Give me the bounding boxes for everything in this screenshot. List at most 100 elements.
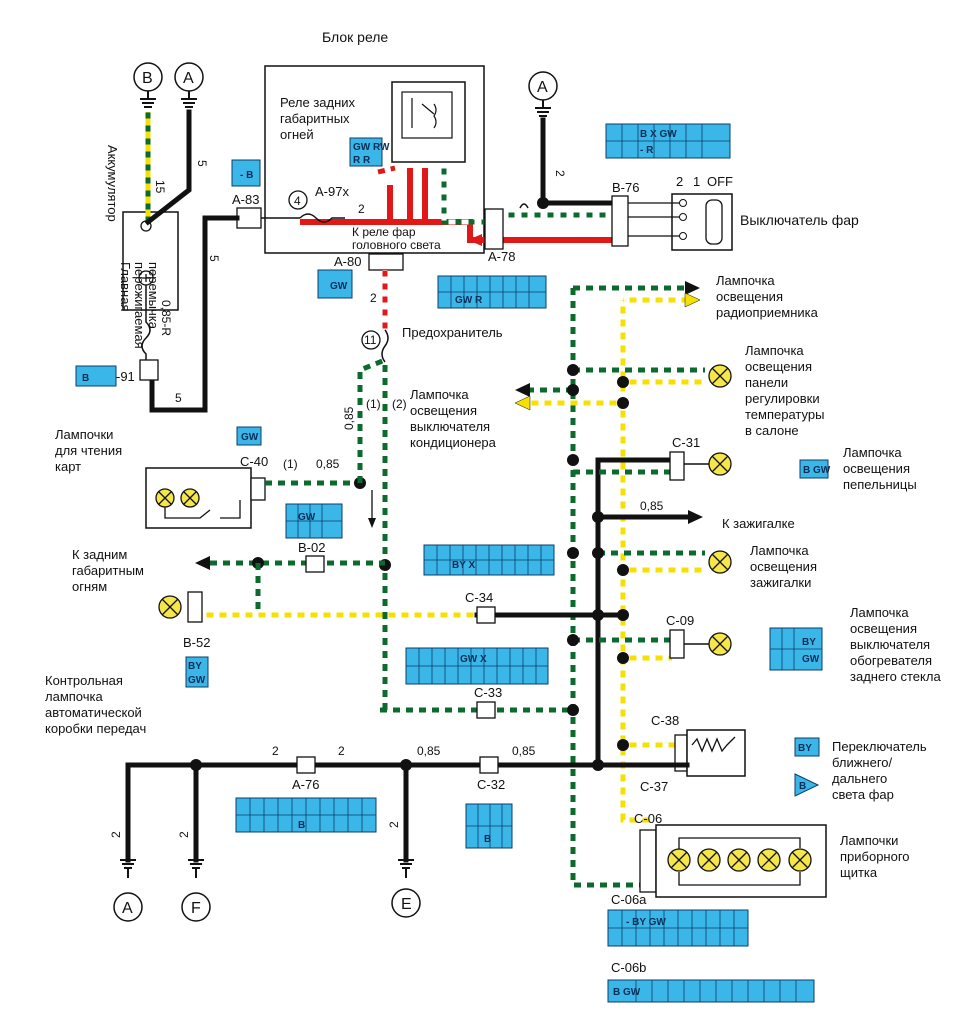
grid-c06b (635, 980, 797, 1002)
fuse-11 (361, 330, 381, 350)
ground-b-top-label: B (142, 70, 153, 87)
map-l1: Лампочки (55, 427, 113, 442)
node-g2 (400, 759, 412, 771)
ground-f-bottom (181, 892, 211, 922)
w2sw-label: 2 (553, 170, 567, 177)
battery-plus (142, 274, 150, 282)
relay-connector-text2: R R (353, 155, 371, 166)
c40-icon-text: GW (298, 512, 316, 523)
headlight-relay-label: К реле фар головного света (352, 225, 441, 252)
a80-icon (317, 269, 353, 299)
c06a-icon-text: - BY GW (626, 917, 666, 928)
w085e-label: 0,85 (512, 744, 536, 758)
ac-l3: выключателя (410, 419, 490, 434)
b76-connector (611, 195, 629, 247)
node-c33 (567, 704, 579, 716)
node-g3 (592, 759, 604, 771)
c06a-label: C-06a (611, 892, 647, 907)
defog-l2: освещения (850, 621, 917, 636)
climate-l1: Лампочка (745, 343, 804, 358)
map-l2: для чтения (55, 443, 122, 458)
switch-leads (628, 202, 680, 237)
grid-c40 (286, 504, 342, 538)
a80-icon-text: GW (330, 281, 348, 292)
connector-grid-lines (236, 124, 822, 1002)
c34-label: C-34 (465, 590, 493, 605)
ashtray-lamp-label: Лампочка освещения пепельницы (843, 445, 917, 492)
at-lamp-x (161, 598, 179, 616)
to-lighter-label: К зажигалке (722, 516, 795, 531)
b91-connector (139, 359, 159, 381)
switch-ground-wire (540, 117, 615, 206)
b76-icon-text2: - R (640, 145, 654, 156)
cluster-lamps (667, 848, 812, 872)
defog-l4: обогревателя (850, 653, 932, 668)
radio-lamp-l3: радиоприемника (716, 305, 819, 320)
c34-connector (476, 606, 496, 624)
a78-icon-text: GW R (455, 295, 483, 306)
w2g1-label: 2 (109, 831, 123, 838)
radio-lamp-l2: освещения (716, 289, 783, 304)
lighter-lamp-x (711, 553, 729, 571)
radio-arrow-top (685, 281, 700, 295)
cluster-lamp-4-x (760, 851, 778, 869)
c2-label: (2) (392, 397, 407, 411)
w15-label: 15 (153, 180, 167, 194)
ground-f-bottom-label: F (191, 900, 201, 917)
dimmer-icon-b-text: B (799, 781, 806, 792)
a80-label: A-80 (334, 254, 361, 269)
a83-icon-text: - B (240, 170, 253, 181)
red-wire-relay-2 (407, 168, 428, 222)
a80-connector (368, 253, 404, 271)
node-c09a (567, 634, 579, 646)
dimmer-icon-by-text: BY (798, 743, 812, 754)
ground-a-bottom (113, 892, 143, 922)
red-wire-relay (300, 185, 612, 243)
ac-arrow-black (515, 383, 530, 397)
c33-icon-text: GW X (460, 654, 487, 665)
relay-coil (401, 91, 453, 139)
c40-connector (250, 477, 266, 501)
fusible-link-l1: Главная (118, 262, 133, 311)
grid-b76 (606, 124, 730, 158)
fuse-symbol (381, 329, 389, 363)
climate-l2: освещения (745, 359, 812, 374)
w2b2-label: 2 (338, 744, 345, 758)
dimmer-spring (691, 736, 736, 753)
map-lamp-1-x (158, 491, 172, 505)
c09-label: C-09 (666, 613, 694, 628)
switch-knob (705, 199, 723, 245)
fusible-link-wire (141, 285, 151, 360)
a76-icon-text: B (298, 820, 305, 831)
green-bus (570, 288, 640, 888)
map-lamps-label: Лампочки для чтения карт (55, 427, 126, 474)
node-ac2 (617, 397, 629, 409)
grid-a76 (236, 798, 376, 832)
ground-e-bottom-label: E (401, 896, 412, 913)
c06b-icon (607, 979, 815, 1003)
c33-connector (476, 701, 496, 719)
rear-marker-relay-l2: габаритных (280, 111, 350, 126)
headlight-relay-l2: головного света (352, 238, 441, 252)
at-l1: Контрольная (45, 673, 123, 688)
rear-l2: габаритным (72, 563, 144, 578)
node-l2 (592, 547, 604, 559)
w5b-label: 5 (207, 255, 221, 262)
grid-c33 (406, 648, 548, 684)
cluster-l1: Лампочки (840, 833, 898, 848)
node-l1 (567, 547, 579, 559)
ground-drops (125, 762, 409, 863)
defog-l3: выключателя (850, 637, 930, 652)
headlight-switch-label: Выключатель фар (740, 212, 859, 228)
cluster-lamp-5-x (791, 851, 809, 869)
node-c1 (567, 364, 579, 376)
c06-connector (639, 829, 657, 893)
map-switch (164, 500, 241, 519)
grid-c06a (608, 910, 748, 946)
dimmer-switch-box (686, 729, 746, 777)
switch-node (537, 197, 549, 209)
w085a-label: 0,85 (316, 457, 340, 471)
green-wire-relay-white (441, 168, 612, 225)
b91-icon (75, 365, 117, 387)
at-l4: коробки передач (45, 721, 146, 736)
